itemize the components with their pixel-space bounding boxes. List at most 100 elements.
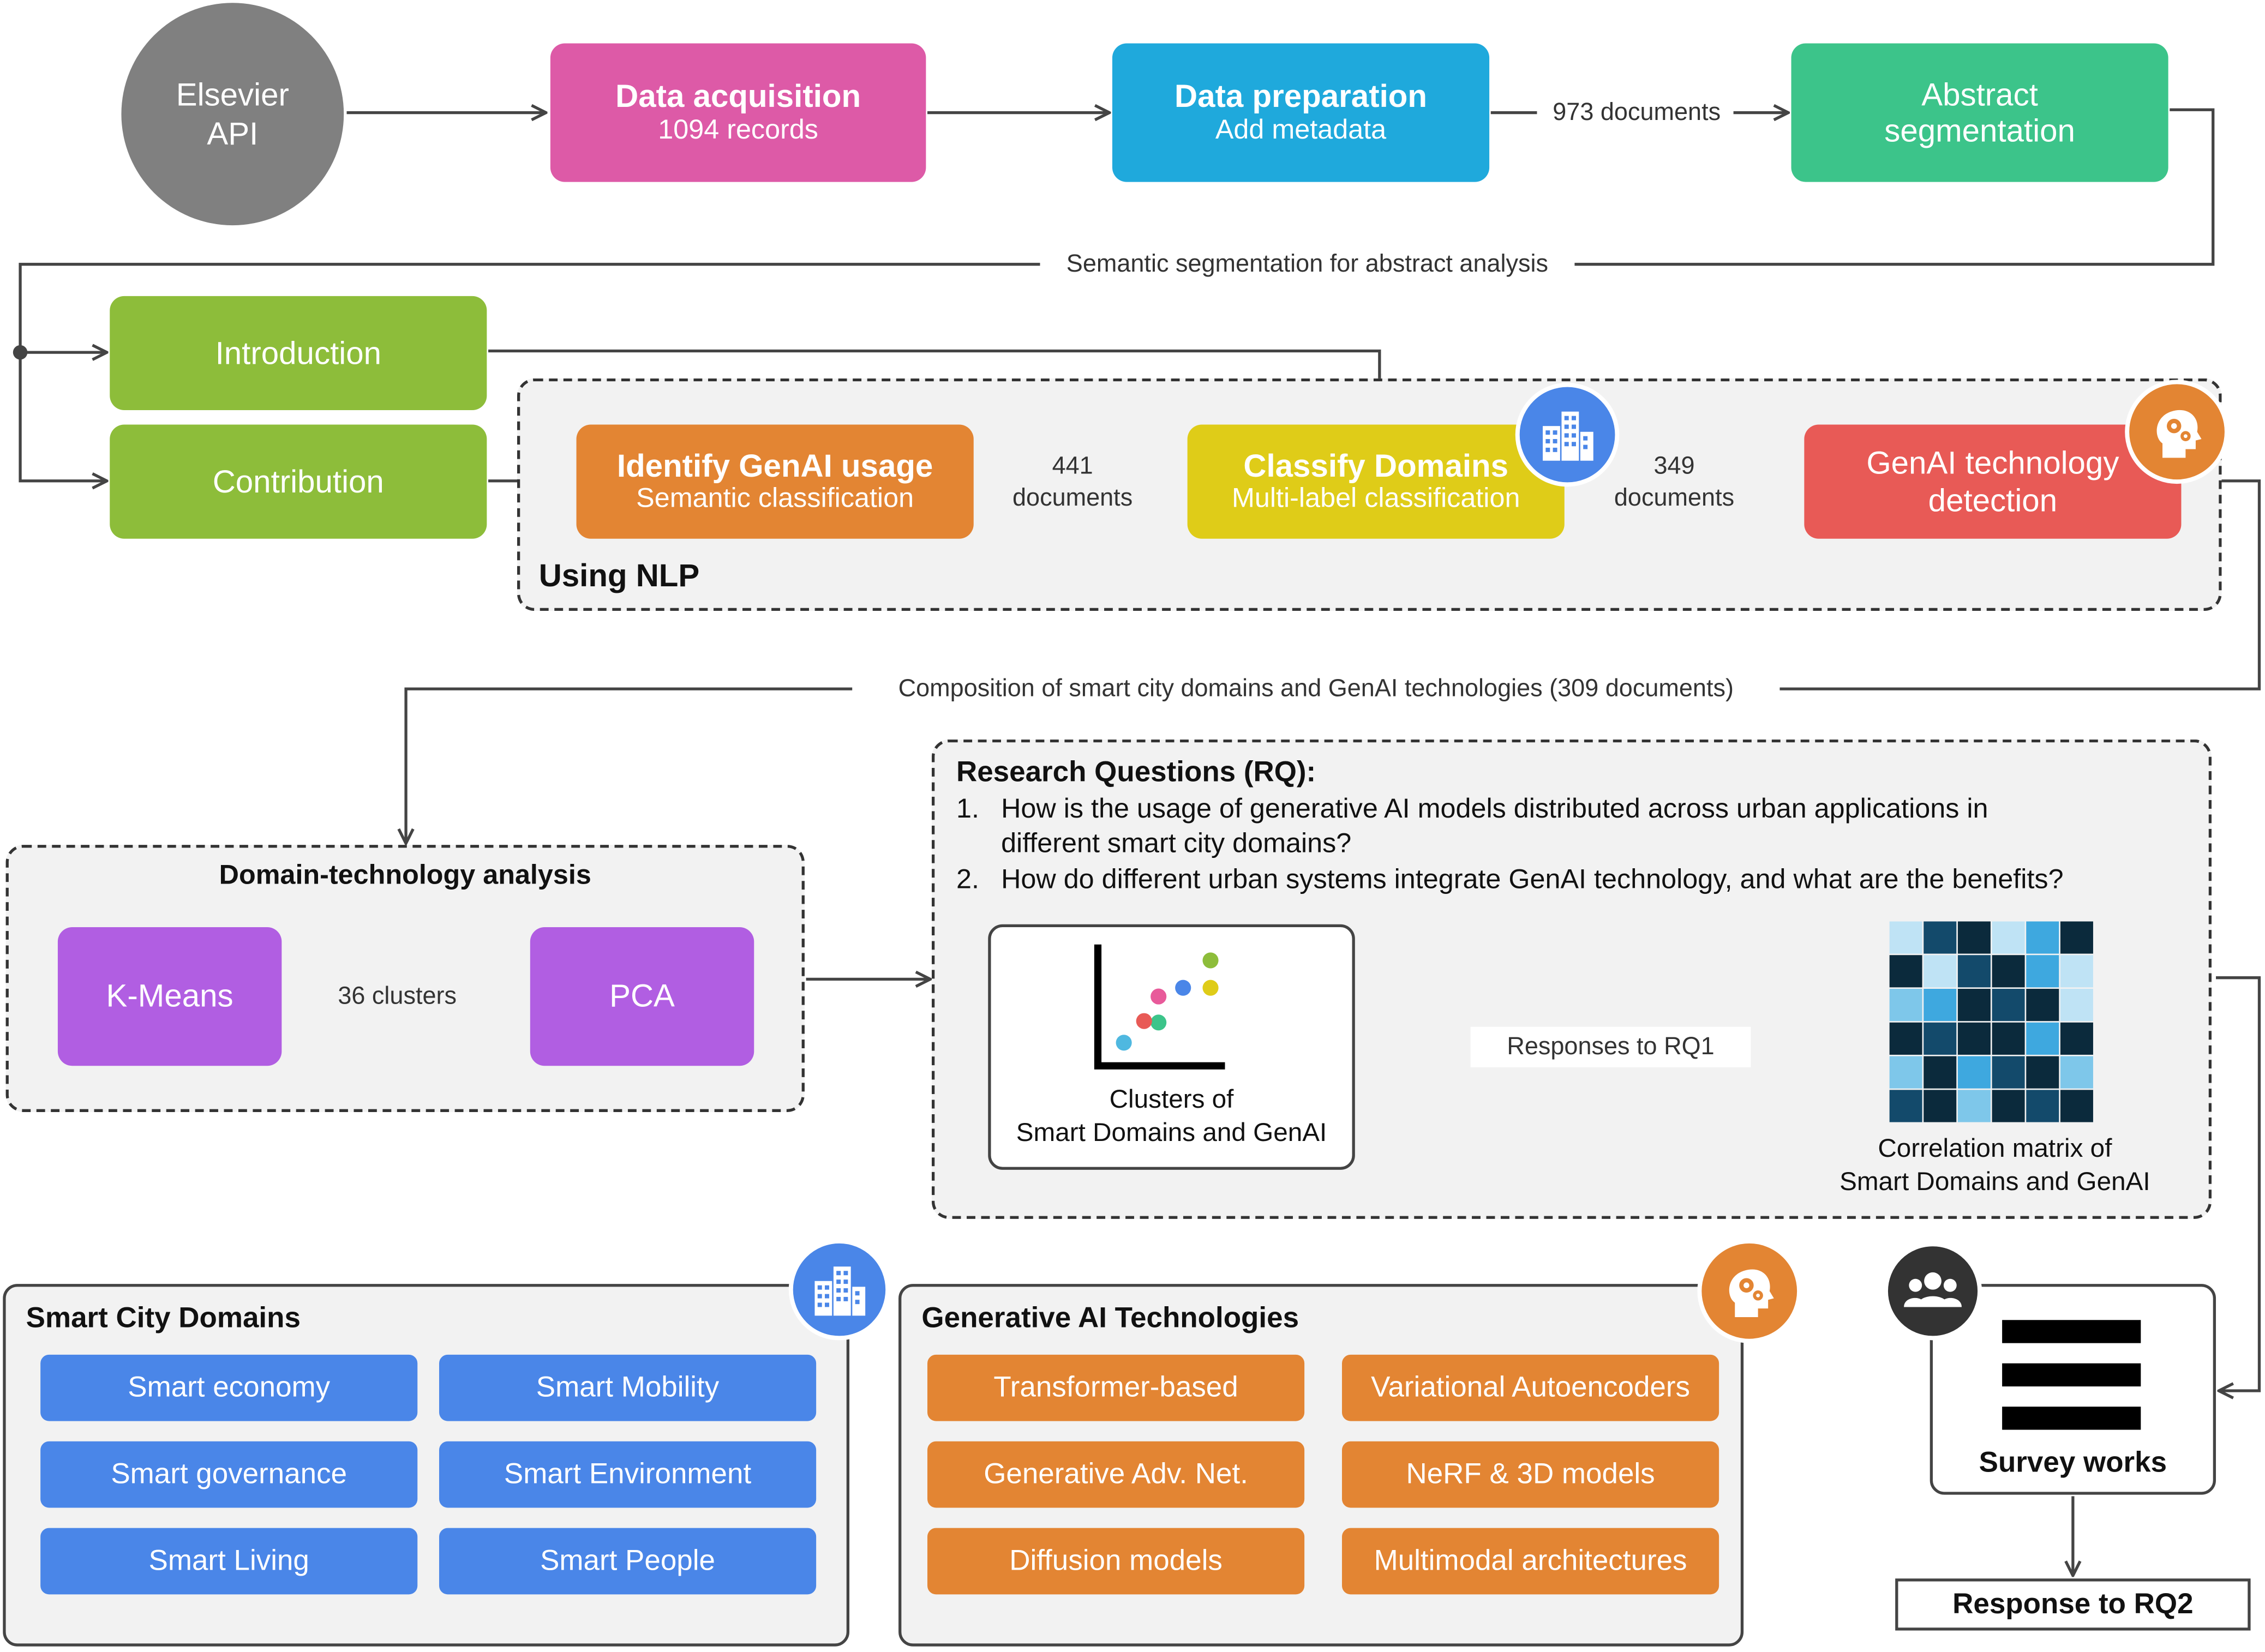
preparation-title: Data preparation — [1175, 79, 1427, 115]
ai-head-badge-genai — [1697, 1239, 1802, 1343]
arrow-to-domain-tech — [406, 687, 853, 843]
label-441-documents: 441 documents — [997, 450, 1148, 514]
scatter-dot — [1116, 1035, 1132, 1051]
label-349-documents: 349 documents — [1589, 450, 1759, 514]
smart-city-title: Smart City Domains — [26, 1302, 301, 1335]
matrix-cell — [1957, 921, 1991, 954]
city-buildings-icon — [1543, 411, 1593, 461]
matrix-cell — [1889, 921, 1922, 954]
genai-title: Generative AI Technologies — [921, 1302, 1299, 1335]
city-badge-nlp — [1515, 382, 1620, 487]
clusters-caption-line2: Smart Domains and GenAI — [1016, 1118, 1327, 1148]
ai-head-gears-icon — [2156, 410, 2202, 458]
matrix-cell — [2026, 955, 2059, 988]
pca-node: PCA — [530, 927, 754, 1066]
matrix-cell — [1924, 955, 1957, 988]
domain-smart-environment: Smart Environment — [439, 1441, 817, 1508]
matrix-cell — [2060, 955, 2093, 988]
matrix-cell — [1957, 988, 1991, 1022]
correlation-matrix-icon — [1889, 921, 2093, 1122]
genai-detection-node: GenAI technology detection — [1804, 424, 2182, 539]
tech-nerf-3d-models: NeRF & 3D models — [1341, 1441, 1719, 1508]
clusters-caption: Clusters of Smart Domains and GenAI — [988, 1083, 1355, 1151]
api-line1: Elsevier — [176, 76, 289, 112]
classify-domains-node: Classify Domains Multi-label classificat… — [1187, 424, 1565, 539]
matrix-cell — [2026, 988, 2059, 1022]
segmentation-line2: segmentation — [1884, 112, 2075, 149]
matrix-cell — [1889, 988, 1922, 1022]
matrix-cell — [1992, 988, 2025, 1022]
matrix-caption-line2: Smart Domains and GenAI — [1839, 1167, 2150, 1197]
tech-diffusion-models: Diffusion models — [927, 1528, 1305, 1595]
preparation-sub: Add metadata — [1215, 115, 1387, 146]
matrix-cell — [1924, 1056, 1957, 1089]
tech-variational-autoencoders: Variational Autoencoders — [1341, 1354, 1719, 1421]
label-36-clusters: 36 clusters — [338, 982, 457, 1010]
matrix-cell — [1992, 1090, 2025, 1122]
q2-number: 2. — [956, 865, 979, 896]
scatter-dot — [1175, 980, 1191, 996]
response-rq2-box: Response to RQ2 — [1895, 1578, 2251, 1631]
matrix-cell — [1924, 1090, 1957, 1122]
matrix-cell — [1889, 955, 1922, 988]
matrix-cell — [2026, 1090, 2059, 1122]
matrix-cell — [2060, 988, 2093, 1022]
line-seg-back-a — [1574, 108, 2215, 266]
response-rq2-label: Response to RQ2 — [1952, 1588, 2194, 1620]
matrix-cell — [1924, 921, 1957, 954]
abstract-segmentation-node: Abstract segmentation — [1791, 43, 2168, 182]
scatter-dot — [1136, 1013, 1152, 1029]
q1-number: 1. — [956, 794, 979, 825]
matrix-cell — [2060, 1056, 2093, 1089]
identify-genai-node: Identify GenAI usage Semantic classifica… — [576, 424, 974, 539]
matrix-caption: Correlation matrix of Smart Domains and … — [1794, 1132, 2196, 1200]
junction-dot — [13, 345, 28, 360]
people-group-icon — [1904, 1272, 1962, 1307]
matrix-cell — [2026, 1056, 2059, 1089]
identify-title: Identify GenAI usage — [616, 447, 933, 484]
matrix-cell — [1924, 988, 1957, 1022]
scatter-dot — [1151, 988, 1167, 1005]
matrix-cell — [2026, 1022, 2059, 1055]
matrix-cell — [2060, 1090, 2093, 1122]
label-semantic-segmentation: Semantic segmentation for abstract analy… — [1040, 248, 1575, 280]
rq-question-1: 1. How is the usage of generative AI mode… — [956, 793, 1988, 863]
label-349-line1: 349 — [1653, 452, 1695, 480]
identify-sub: Semantic classification — [636, 484, 914, 515]
matrix-cell — [2026, 921, 2059, 954]
q1-line1: How is the usage of generative AI models… — [1001, 794, 1988, 825]
matrix-cell — [1889, 1090, 1922, 1122]
matrix-cell — [1957, 1056, 1991, 1089]
classify-title: Classify Domains — [1243, 447, 1509, 484]
city-badge-domains — [788, 1239, 890, 1341]
label-973-documents: 973 documents — [1553, 98, 1721, 126]
introduction-label: Introduction — [215, 334, 382, 371]
scatter-dot — [1151, 1014, 1167, 1031]
matrix-cell — [1992, 955, 2025, 988]
label-responses-rq1: Responses to RQ1 — [1470, 1026, 1751, 1068]
classify-sub: Multi-label classification — [1231, 484, 1520, 515]
domain-smart-mobility: Smart Mobility — [439, 1354, 817, 1421]
matrix-cell — [1924, 1022, 1957, 1055]
city-buildings-icon — [814, 1266, 866, 1316]
cluster-scatter-icon — [1094, 944, 1225, 1070]
label-441-line2: documents — [1012, 484, 1133, 512]
acquisition-sub: 1094 records — [658, 115, 818, 146]
q2-line1: How do different urban systems integrate… — [1001, 865, 2064, 896]
rq-question-2: 2. How do different urban systems integra… — [956, 864, 2064, 899]
domain-smart-living: Smart Living — [40, 1528, 418, 1595]
api-line2: API — [207, 115, 259, 152]
matrix-cell — [1889, 1022, 1922, 1055]
q1-line2: different smart city domains? — [1001, 829, 1352, 860]
rq-title: Research Questions (RQ): — [956, 756, 1316, 789]
document-lines-icon — [2002, 1320, 2141, 1430]
detection-line1: GenAI technology — [1866, 445, 2119, 482]
domain-smart-governance: Smart governance — [40, 1441, 418, 1508]
domain-smart-economy: Smart economy — [40, 1354, 418, 1421]
matrix-cell — [2060, 921, 2093, 954]
matrix-cell — [1957, 955, 1991, 988]
scatter-dot — [1202, 980, 1219, 996]
label-441-line1: 441 — [1052, 452, 1093, 480]
contribution-label: Contribution — [212, 463, 384, 500]
